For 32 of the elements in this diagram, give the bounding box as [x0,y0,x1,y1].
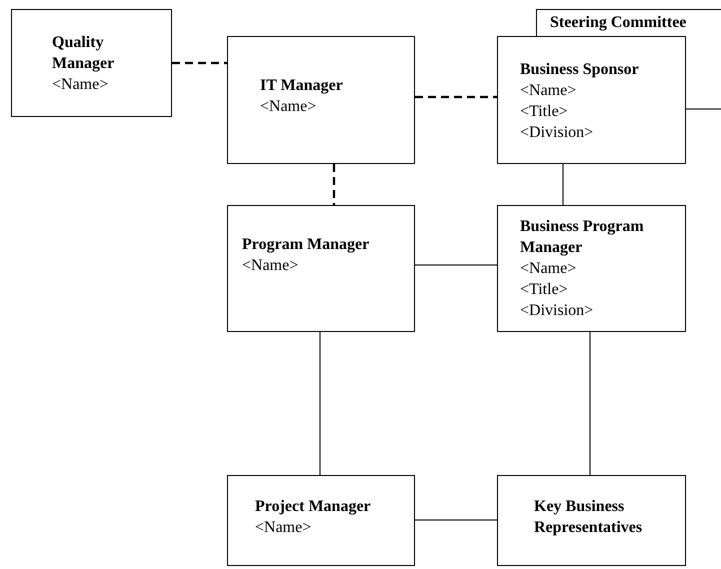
role-title: Program Manager [242,235,370,255]
role-detail: <Title> [520,102,569,122]
role-detail: <Name> [260,97,318,117]
role-detail: <Name> [242,256,300,276]
role-box [497,205,686,332]
role-title: Quality Manager [52,33,116,74]
role-box [11,9,172,117]
role-title: Business Program Manager [520,217,645,258]
role-box [497,36,686,164]
role-title: Steering Committee [550,13,688,33]
role-title: IT Manager [260,76,344,96]
role-box [536,9,721,37]
connector-line [332,164,336,205]
role-detail: <Name> [520,81,578,101]
role-box [497,475,686,566]
connector-line [562,164,564,206]
role-detail: <Title> [520,280,569,300]
role-detail: <Name> [255,518,312,538]
role-title: Project Manager [255,497,372,517]
connector-line [172,62,227,64]
role-box [227,36,415,164]
connector-line [414,264,498,266]
role-title: Business Sponsor [520,60,640,80]
role-detail: <Name> [520,259,578,279]
connector-line [686,108,721,110]
role-detail: <Name> [52,75,110,95]
role-box [227,475,415,566]
role-box [227,205,415,332]
connector-line [415,96,497,98]
role-detail: <Division> [520,123,594,143]
role-title: Key Business Representatives [534,497,644,538]
role-detail: <Division> [520,301,594,321]
